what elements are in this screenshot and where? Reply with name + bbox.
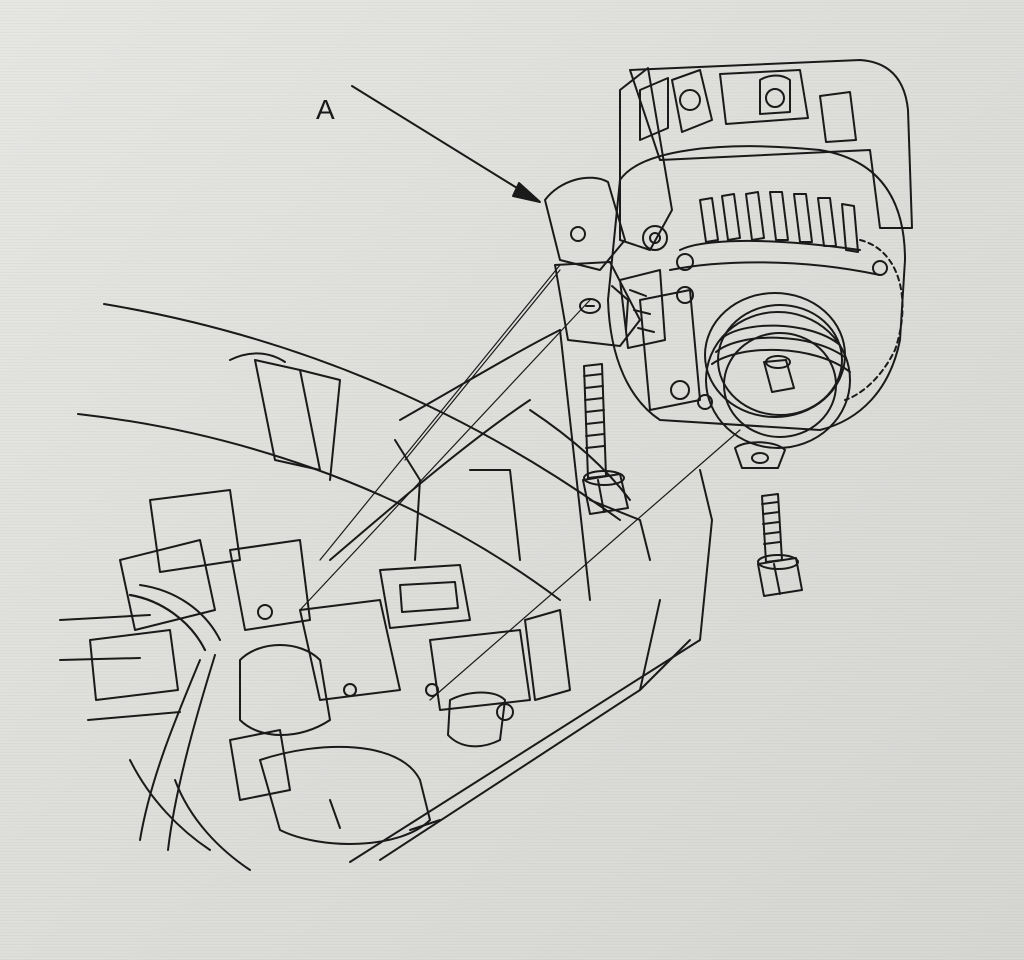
engine-block xyxy=(59,303,713,871)
callout-a-leader xyxy=(351,85,541,203)
alternator-mounting-bracket xyxy=(544,176,641,347)
alternator xyxy=(607,59,913,431)
callout-label-a: A xyxy=(316,94,335,125)
upper-mounting-bolt xyxy=(582,363,629,515)
alignment-lines xyxy=(299,264,741,701)
alternator-pulley xyxy=(704,292,851,469)
lower-mounting-bolt xyxy=(757,493,803,597)
